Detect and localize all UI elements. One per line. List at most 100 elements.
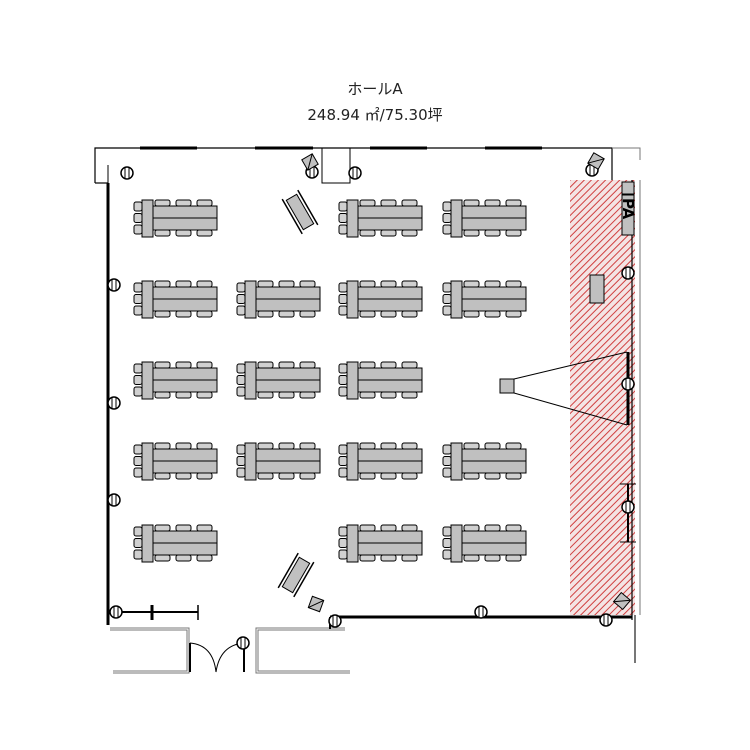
outlet-icon: [107, 278, 121, 292]
chair: [133, 294, 143, 304]
table: [357, 460, 423, 474]
chair: [401, 554, 418, 562]
chair: [380, 229, 397, 237]
chair: [236, 444, 246, 455]
table-group: [133, 199, 218, 238]
chair: [257, 310, 274, 318]
chair: [175, 472, 192, 480]
end-table: [346, 524, 359, 563]
table: [152, 448, 218, 462]
table-group: [133, 361, 218, 400]
chair: [133, 538, 143, 548]
chair: [154, 442, 171, 450]
table: [255, 460, 321, 474]
outlet-icon: [621, 500, 635, 514]
chair: [236, 305, 246, 316]
chair: [505, 442, 522, 450]
chair: [236, 456, 246, 466]
chair: [442, 444, 452, 455]
chair: [196, 554, 213, 562]
chair: [338, 224, 348, 235]
chair: [133, 305, 143, 316]
chair: [299, 310, 316, 318]
end-table: [141, 361, 154, 400]
end-table: [450, 199, 463, 238]
outlet-icon: [120, 166, 134, 180]
chair: [196, 310, 213, 318]
table: [461, 448, 527, 462]
chair: [196, 391, 213, 399]
table: [255, 298, 321, 312]
chair: [338, 456, 348, 466]
outlet-icon: [236, 636, 250, 650]
chair: [154, 472, 171, 480]
table: [255, 379, 321, 393]
chair: [133, 386, 143, 397]
table-group: [133, 280, 218, 319]
chair: [236, 282, 246, 293]
chair: [505, 310, 522, 318]
chair: [133, 201, 143, 212]
chair: [484, 554, 501, 562]
table-group: [338, 361, 423, 400]
chair: [257, 280, 274, 288]
chair: [133, 444, 143, 455]
chair: [442, 213, 452, 223]
chair: [463, 229, 480, 237]
chair: [442, 305, 452, 316]
table: [357, 367, 423, 381]
chair: [442, 526, 452, 537]
outlet-icon: [109, 605, 123, 619]
chair: [401, 391, 418, 399]
chair: [359, 310, 376, 318]
chair: [401, 310, 418, 318]
chair: [484, 524, 501, 532]
chair: [278, 442, 295, 450]
table-group: [442, 524, 527, 563]
chair: [299, 391, 316, 399]
chair: [380, 361, 397, 369]
chair: [380, 391, 397, 399]
table-group: [338, 442, 423, 481]
chair: [278, 472, 295, 480]
chair: [463, 524, 480, 532]
chair: [338, 538, 348, 548]
speaker-icon: [587, 152, 605, 170]
chair: [463, 310, 480, 318]
chair: [463, 472, 480, 480]
chair: [236, 467, 246, 478]
chair: [463, 554, 480, 562]
chair: [442, 467, 452, 478]
end-table: [450, 280, 463, 319]
chair: [257, 442, 274, 450]
side-table: [281, 189, 319, 235]
chair: [175, 229, 192, 237]
chair: [484, 229, 501, 237]
end-table: [141, 199, 154, 238]
outlet-icon: [621, 266, 635, 280]
chair: [401, 199, 418, 207]
table: [152, 530, 218, 544]
room-name: ホールA: [347, 80, 403, 98]
chair: [338, 201, 348, 212]
table: [357, 530, 423, 544]
chair: [505, 280, 522, 288]
chair: [196, 280, 213, 288]
chair: [175, 524, 192, 532]
chair: [196, 361, 213, 369]
outlet-icon: [107, 396, 121, 410]
table-group: [236, 442, 321, 481]
chair: [401, 524, 418, 532]
table: [461, 217, 527, 231]
chair: [484, 310, 501, 318]
chair: [133, 282, 143, 293]
outlet-icon: [107, 493, 121, 507]
table: [461, 542, 527, 556]
table-group: [442, 280, 527, 319]
chair: [278, 310, 295, 318]
chair: [196, 229, 213, 237]
chair: [484, 280, 501, 288]
chair: [338, 305, 348, 316]
table: [357, 217, 423, 231]
